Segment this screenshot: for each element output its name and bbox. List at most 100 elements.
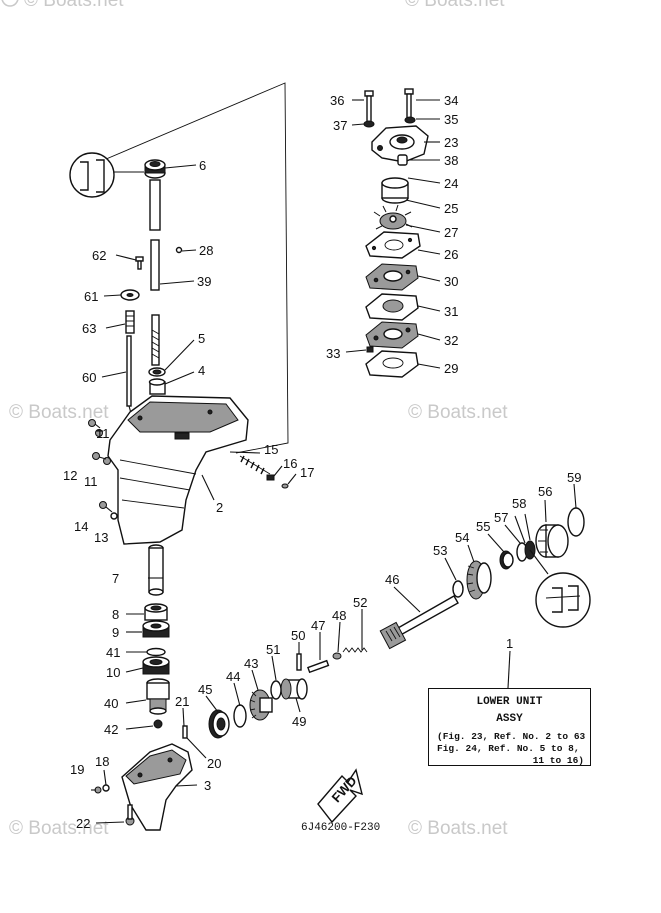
- info-box-line-3: 11 to 16): [532, 755, 584, 766]
- gear-case-3: [121, 743, 198, 831]
- outer-plate-cartridge-30: [365, 263, 419, 291]
- o-ring-59: [567, 507, 585, 537]
- washer-13: [110, 512, 118, 520]
- callout-6: 6: [199, 158, 206, 173]
- callout-5: 5: [198, 331, 205, 346]
- callout-53: 53: [433, 543, 447, 558]
- bearing-6: [144, 159, 166, 179]
- svg-text:© Boats.net: © Boats.net: [405, 0, 505, 11]
- callout-24: 24: [444, 176, 458, 191]
- callout-44: 44: [226, 669, 240, 684]
- callout-58: 58: [512, 496, 526, 511]
- callout-26: 26: [444, 247, 458, 262]
- plate-61: [120, 289, 140, 301]
- callout-30: 30: [444, 274, 458, 289]
- callout-59: 59: [567, 470, 581, 485]
- info-box-subtitle: ASSY: [496, 713, 523, 725]
- oil-seal-5: [148, 367, 166, 377]
- shaft-7: [148, 544, 164, 596]
- o-ring-41: [146, 647, 166, 657]
- pin-21: [182, 725, 188, 739]
- callout-23: 23: [444, 135, 458, 150]
- seal-9: [142, 620, 170, 638]
- bolt-22: [125, 804, 135, 826]
- lower-unit-assy-info-box: LOWER UNIT ASSY (Fig. 23, Ref. No. 2 to …: [428, 688, 591, 766]
- bolt-36: [364, 90, 374, 123]
- plate-32: [365, 321, 419, 349]
- callout-16: 16: [283, 456, 297, 471]
- callout-63: 63: [82, 321, 96, 336]
- callout-41: 41: [106, 645, 120, 660]
- callout-34: 34: [444, 93, 458, 108]
- bearing-10: [142, 656, 170, 675]
- callout-33: 33: [326, 346, 340, 361]
- callout-31: 31: [444, 304, 458, 319]
- callout-11-upper: 11: [96, 426, 110, 441]
- callout-2: 2: [216, 500, 223, 515]
- pump-case-23: [371, 125, 429, 163]
- thrust-washer-53: [452, 580, 464, 598]
- callout-57: 57: [494, 510, 508, 525]
- svg-text:© Boats.net: © Boats.net: [408, 402, 508, 423]
- callout-51: 51: [266, 642, 280, 657]
- pin-33: [366, 346, 374, 353]
- ball-48: [332, 652, 342, 660]
- watermark-top-right: © Boats.net: [405, 0, 505, 11]
- callout-3: 3: [204, 778, 211, 793]
- plunger-47: [307, 659, 330, 674]
- callout-14: 14: [74, 519, 88, 534]
- callout-8: 8: [112, 607, 119, 622]
- callout-52: 52: [353, 595, 367, 610]
- callout-37: 37: [333, 118, 347, 133]
- screw-17: [281, 483, 289, 489]
- pin-28: [175, 246, 183, 254]
- callout-54: 54: [455, 530, 469, 545]
- gasket-31: [365, 293, 419, 321]
- forward-gear-54: [466, 560, 492, 600]
- svg-text:© Boats.net: © Boats.net: [24, 0, 124, 11]
- callout-1: 1: [506, 636, 513, 651]
- bolt-14: [99, 501, 113, 513]
- grommet-63: [125, 310, 135, 334]
- callout-43: 43: [244, 656, 258, 671]
- housing-40: [146, 678, 170, 715]
- plug-16: [266, 474, 275, 481]
- projection-lines: [91, 82, 289, 454]
- cap-56: [535, 524, 569, 558]
- callout-12: 12: [63, 468, 77, 483]
- callout-29: 29: [444, 361, 458, 376]
- forward-direction-arrow: FWD: [317, 768, 363, 824]
- callout-62: 62: [92, 248, 106, 263]
- callout-49: 49: [292, 714, 306, 729]
- seal-38: [397, 154, 408, 166]
- spring-52: [342, 647, 368, 653]
- bolt-upper-left: [88, 419, 101, 429]
- callout-4: 4: [198, 363, 205, 378]
- figure-code: 6J46200-F230: [301, 822, 381, 834]
- callout-36: 36: [330, 93, 344, 108]
- pinion-gear-43: [249, 689, 273, 721]
- insert-cartridge-24: [381, 177, 409, 204]
- callout-9: 9: [112, 625, 119, 640]
- spring-15: [239, 455, 271, 475]
- gasket-26: [365, 231, 421, 259]
- callout-20: 20: [207, 756, 221, 771]
- callout-46: 46: [385, 572, 399, 587]
- watermark-top-left: © Boats.net: [1, 0, 124, 11]
- drive-shaft-upper: [149, 179, 161, 366]
- plug-42: [153, 719, 163, 729]
- callout-32: 32: [444, 333, 458, 348]
- callout-55: 55: [476, 519, 490, 534]
- watermark-mid-left: © Boats.net: [9, 402, 109, 423]
- callout-15: 15: [264, 442, 278, 457]
- callout-25: 25: [444, 201, 458, 216]
- callout-40: 40: [104, 696, 118, 711]
- callout-35: 35: [444, 112, 458, 127]
- callout-61: 61: [84, 289, 98, 304]
- washer-35: [404, 116, 416, 124]
- detail-inset-6: [69, 152, 144, 198]
- info-box-line-2: Fig. 24, Ref. No. 5 to 8,: [437, 743, 580, 754]
- bushing-4: [148, 378, 166, 395]
- callout-numbers: 36 34 37 35 23 38 24 25 27 26 30 31 32 3…: [63, 93, 581, 831]
